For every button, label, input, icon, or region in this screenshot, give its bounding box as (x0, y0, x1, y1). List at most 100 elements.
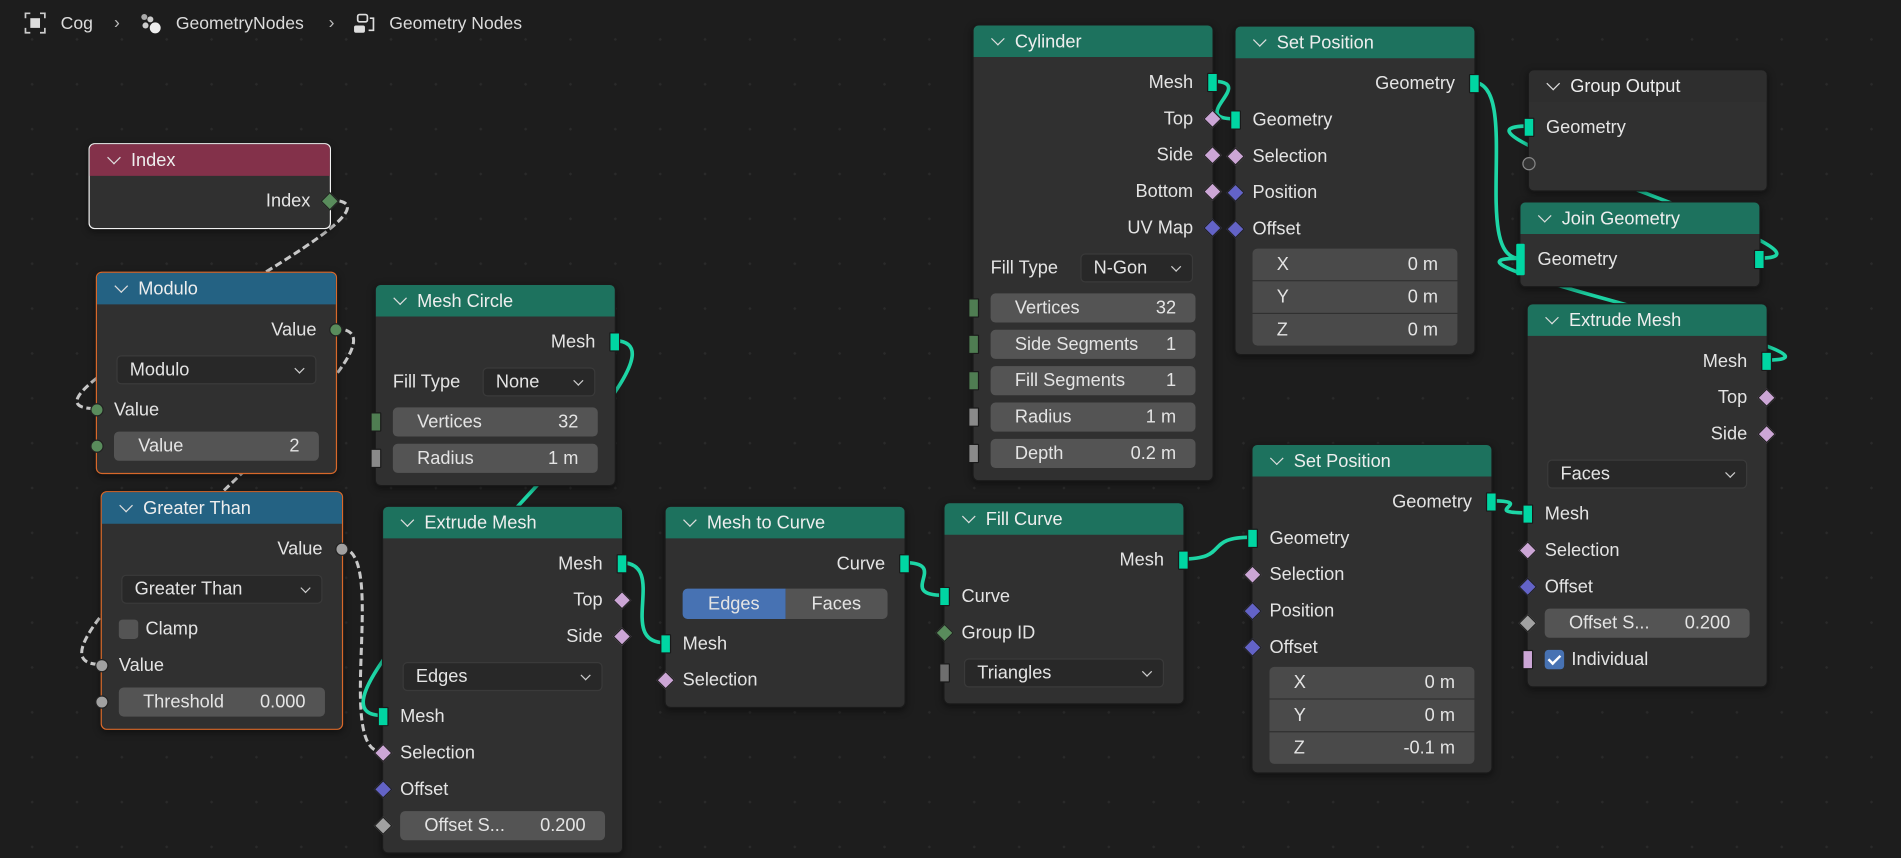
collapse-chevron-icon[interactable] (1545, 310, 1559, 325)
link-cylinder-to-set-position-1[interactable] (1211, 79, 1235, 121)
offset-s--field[interactable]: Offset S...0.200 (1544, 608, 1750, 638)
fill-segments-input-socket-icon[interactable] (968, 371, 980, 391)
mode-input-socket-icon[interactable] (939, 663, 950, 683)
mode-option-faces[interactable]: Faces (785, 588, 888, 619)
offset-s--field[interactable]: Offset S...0.200 (400, 811, 606, 841)
collapse-chevron-icon[interactable] (961, 509, 976, 524)
collapse-chevron-icon[interactable] (119, 498, 133, 513)
link-greater-than-to-extrude-mesh-1[interactable] (340, 546, 383, 754)
z-field[interactable]: Z-0.1 m (1269, 731, 1475, 764)
mesh-output-socket-icon[interactable] (1207, 72, 1218, 93)
node-header[interactable]: Extrude Mesh (383, 506, 623, 539)
node-header[interactable]: Group Output (1528, 70, 1767, 102)
collapse-chevron-icon[interactable] (991, 31, 1005, 46)
side-segments-input-socket-icon[interactable] (968, 334, 980, 355)
link-mesh-to-curve-to-fill-curve[interactable] (903, 560, 944, 598)
node-header[interactable]: Extrude Mesh (1527, 304, 1767, 336)
geometry-input-socket-icon[interactable] (1523, 117, 1535, 138)
geometry-output-socket-icon[interactable] (1468, 73, 1480, 94)
fill-type-dropdown[interactable]: None (482, 367, 596, 397)
collapse-chevron-icon[interactable] (1252, 33, 1267, 47)
mesh-output-socket-icon[interactable] (609, 332, 621, 352)
threshold-input-socket-icon[interactable] (95, 695, 109, 709)
radius-input-socket-icon[interactable] (968, 407, 980, 427)
mode-dropdown[interactable]: Edges (402, 662, 603, 692)
mesh-output-socket-icon[interactable] (1761, 351, 1773, 372)
breadcrumb-object[interactable]: Cog (60, 14, 93, 34)
value-input-socket-icon[interactable] (90, 403, 104, 417)
curve-output-socket-icon[interactable] (899, 554, 910, 574)
link-join-geometry-to-group-output[interactable] (1507, 124, 1779, 261)
breadcrumb-node-tree[interactable]: Geometry Nodes (389, 14, 523, 34)
geometry-input-socket-icon[interactable] (1230, 110, 1241, 130)
clamp-checkbox[interactable] (118, 619, 139, 639)
link-set-position-1-to-join-geometry[interactable] (1472, 80, 1520, 261)
node-header[interactable]: Mesh Circle (375, 284, 615, 317)
node-header[interactable]: Set Position (1235, 26, 1475, 59)
value-output-socket-icon[interactable] (335, 542, 349, 556)
collapse-chevron-icon[interactable] (400, 513, 415, 528)
radius-input-socket-icon[interactable] (370, 448, 382, 469)
mesh-input-socket-icon[interactable] (1522, 504, 1534, 524)
mesh-input-socket-icon[interactable] (377, 706, 389, 727)
geometry-output-socket-icon[interactable] (1485, 492, 1497, 512)
unconnected-input-socket-icon[interactable] (1522, 157, 1536, 171)
node-header[interactable]: Set Position (1252, 444, 1492, 477)
value-output-socket-icon[interactable] (329, 323, 343, 337)
collapse-chevron-icon[interactable] (114, 279, 129, 294)
link-set-position-2-to-extrude-mesh-2[interactable] (1490, 498, 1527, 515)
mode-dropdown[interactable]: Greater Than (121, 574, 323, 604)
value-input-socket-icon[interactable] (90, 439, 104, 453)
individual-input-socket-icon[interactable] (1522, 649, 1534, 670)
node-header[interactable]: Index (89, 144, 330, 176)
collapse-chevron-icon[interactable] (1546, 76, 1561, 91)
node-header[interactable]: Join Geometry (1520, 202, 1760, 235)
curve-input-socket-icon[interactable] (939, 586, 950, 607)
vertices-input-socket-icon[interactable] (370, 412, 382, 432)
node-header[interactable]: Fill Curve (944, 503, 1184, 535)
value-input-socket-icon[interactable] (95, 658, 109, 673)
mode-dropdown[interactable]: Triangles (963, 658, 1164, 688)
depth-input-socket-icon[interactable] (968, 443, 980, 464)
mesh-output-socket-icon[interactable] (1177, 550, 1189, 570)
collapse-chevron-icon[interactable] (107, 150, 121, 165)
collapse-chevron-icon[interactable] (1537, 208, 1552, 223)
vertices-input-socket-icon[interactable] (968, 298, 980, 318)
collapse-chevron-icon[interactable] (683, 513, 697, 528)
individual-checkbox[interactable] (1544, 649, 1565, 670)
mesh-output-socket-icon[interactable] (616, 554, 628, 574)
node-header[interactable]: Modulo (97, 272, 336, 305)
node-header[interactable]: Greater Than (101, 492, 342, 524)
link-extrude-mesh-1-to-mesh-to-curve[interactable] (620, 560, 665, 645)
collapse-chevron-icon[interactable] (393, 291, 407, 306)
geometry-input-socket-icon[interactable] (1516, 243, 1525, 276)
mode-dropdown[interactable]: Modulo (116, 355, 317, 385)
